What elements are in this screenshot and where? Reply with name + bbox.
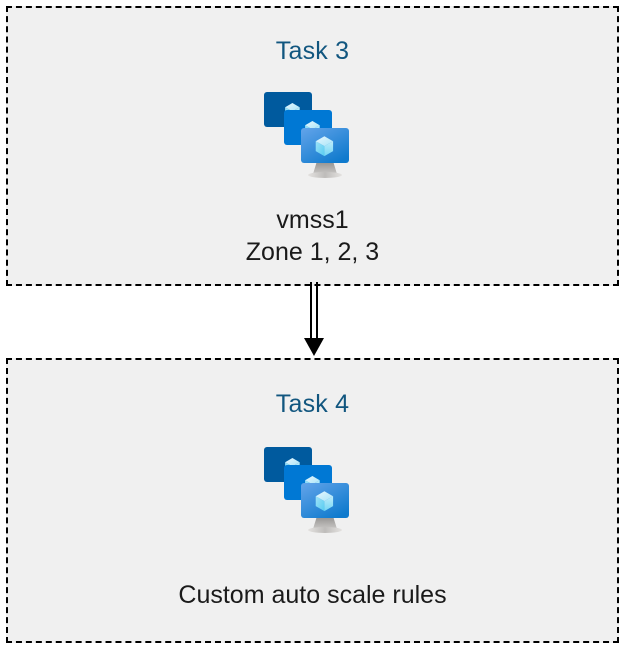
task4-label: Custom auto scale rules [178, 581, 447, 609]
task-box-task4[interactable]: Task 4 [6, 358, 619, 643]
task-box-task3[interactable]: Task 3 [6, 6, 619, 286]
azure-virtual-machine-scale-set-icon [258, 86, 368, 186]
azure-virtual-machine-scale-set-icon [258, 441, 368, 541]
connector-task3-to-task4 [296, 282, 332, 360]
task3-title: Task 3 [275, 37, 350, 65]
task3-label: vmss1 Zone 1, 2, 3 [245, 206, 380, 266]
task4-title: Task 4 [275, 390, 350, 418]
